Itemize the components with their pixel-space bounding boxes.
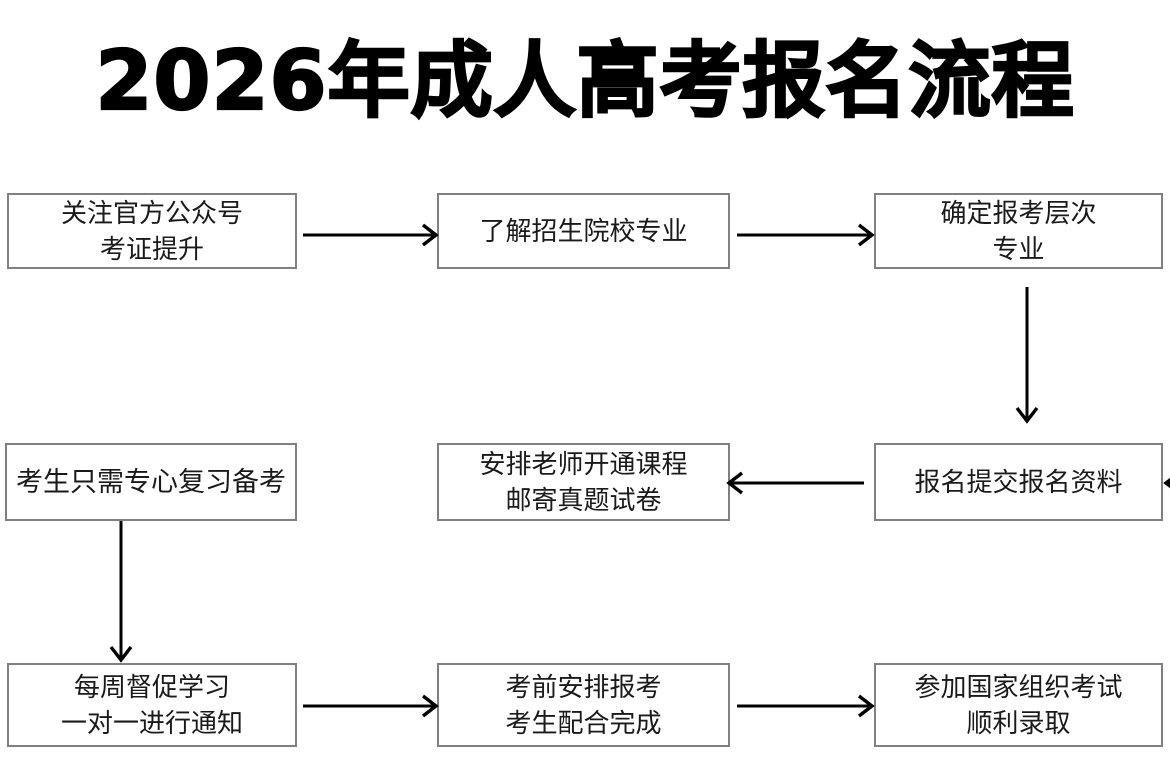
arrow-left-icon: [718, 468, 864, 498]
flow-node-line: 关注官方公众号: [60, 198, 243, 228]
flow-node-confirm-level-major[interactable]: 确定报考层次 专业: [874, 193, 1163, 269]
flow-node-learn-schools-majors[interactable]: 了解招生院校专业: [437, 193, 730, 269]
flow-node-line: 报名提交报名资料: [914, 467, 1123, 497]
flow-node-focus-on-review[interactable]: 考生只需专心复习备考: [5, 443, 297, 521]
flow-node-line: 确定报考层次: [940, 198, 1097, 228]
arrow-right-icon: [737, 691, 875, 721]
page-title: 2026年成人高考报名流程: [94, 33, 1075, 130]
flow-node-line: 参加国家组织考试: [914, 672, 1123, 702]
flow-node-line: 每周督促学习: [73, 672, 230, 702]
flow-node-line: 安排老师开通课程: [479, 449, 688, 479]
flow-node-line: 考生配合完成: [505, 708, 662, 738]
flow-node-line: 考生只需专心复习备考: [16, 467, 286, 497]
arrow-right-icon: [303, 691, 439, 721]
flow-node-submit-application[interactable]: 报名提交报名资料: [874, 443, 1163, 521]
arrow-right-icon: [303, 220, 439, 250]
flow-node-line: 邮寄真题试卷: [505, 485, 662, 515]
flow-node-line: 顺利录取: [966, 708, 1071, 738]
flow-node-follow-official-account[interactable]: 关注官方公众号 考证提升: [7, 193, 297, 269]
flow-node-pre-exam-registration[interactable]: 考前安排报考 考生配合完成: [437, 663, 730, 747]
flow-node-line: 一对一进行通知: [60, 708, 243, 738]
flow-node-weekly-study-supervision[interactable]: 每周督促学习 一对一进行通知: [7, 663, 297, 747]
flow-node-take-exam-admitted[interactable]: 参加国家组织考试 顺利录取: [874, 663, 1163, 747]
flow-node-line: 专业: [992, 234, 1045, 264]
arrow-down-icon: [1012, 287, 1042, 424]
flow-node-teacher-course-materials[interactable]: 安排老师开通课程 邮寄真题试卷: [437, 443, 730, 521]
arrow-left-icon: [1155, 468, 1170, 498]
flow-node-line: 了解招生院校专业: [479, 216, 688, 246]
arrow-down-icon: [106, 521, 136, 663]
flow-node-line: 考前安排报考: [505, 672, 662, 702]
arrow-right-icon: [737, 220, 875, 250]
flow-node-line: 考证提升: [99, 234, 204, 264]
